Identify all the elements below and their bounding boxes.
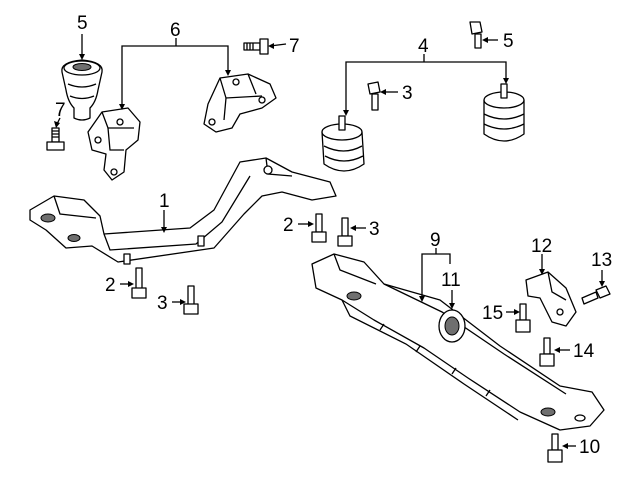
callout-11: 11	[441, 270, 461, 291]
callout-5-top: 5	[503, 31, 514, 52]
part-5-bolt-middle	[367, 81, 381, 111]
leader-lines	[54, 34, 605, 449]
callout-3-right: 3	[369, 219, 380, 240]
callout-2-right: 2	[283, 215, 294, 236]
part-11-damper	[438, 309, 466, 343]
part-12-bracket	[525, 271, 577, 327]
callout-3-left: 3	[157, 293, 168, 314]
callout-14: 14	[573, 341, 595, 362]
callouts: 5 7 6 7 4 5 3 1 2 3 2 3 9 11 12 13 15 14…	[55, 13, 612, 458]
callout-15: 15	[482, 303, 503, 324]
part-3-bolt-right	[337, 217, 353, 247]
callout-1: 1	[159, 191, 170, 212]
callout-6: 6	[170, 20, 181, 41]
part-2-bolt-left	[131, 267, 147, 299]
part-4-mount-left	[321, 115, 365, 172]
callout-7-left: 7	[55, 100, 66, 121]
part-6-bracket-right	[203, 73, 277, 133]
callout-5-mid: 3	[402, 83, 413, 104]
part-7-bolt-left	[46, 127, 65, 151]
part-9-crossmember	[311, 253, 605, 431]
part-15-bolt	[515, 303, 531, 333]
part-6-bracket-left	[87, 107, 141, 181]
part-8-mount-cap	[61, 59, 103, 121]
part-5-bolt-top	[469, 21, 483, 49]
part-13-bolt	[581, 285, 611, 305]
callout-8: 5	[77, 13, 88, 34]
part-4-mount-right	[483, 83, 525, 142]
part-3-bolt-left	[183, 285, 199, 315]
callout-4: 4	[418, 36, 429, 57]
callout-13: 13	[591, 250, 612, 271]
part-2-bolt-right	[311, 213, 327, 243]
part-1-crossmember	[29, 157, 337, 265]
callout-9: 9	[430, 230, 441, 251]
part-7-bolt-top	[243, 38, 269, 55]
callout-10: 10	[579, 437, 600, 458]
callout-12: 12	[531, 236, 552, 257]
callout-2-left: 2	[105, 275, 116, 296]
callout-7-top: 7	[289, 36, 300, 57]
part-10-bolt	[547, 433, 563, 463]
part-14-bolt	[539, 337, 555, 367]
